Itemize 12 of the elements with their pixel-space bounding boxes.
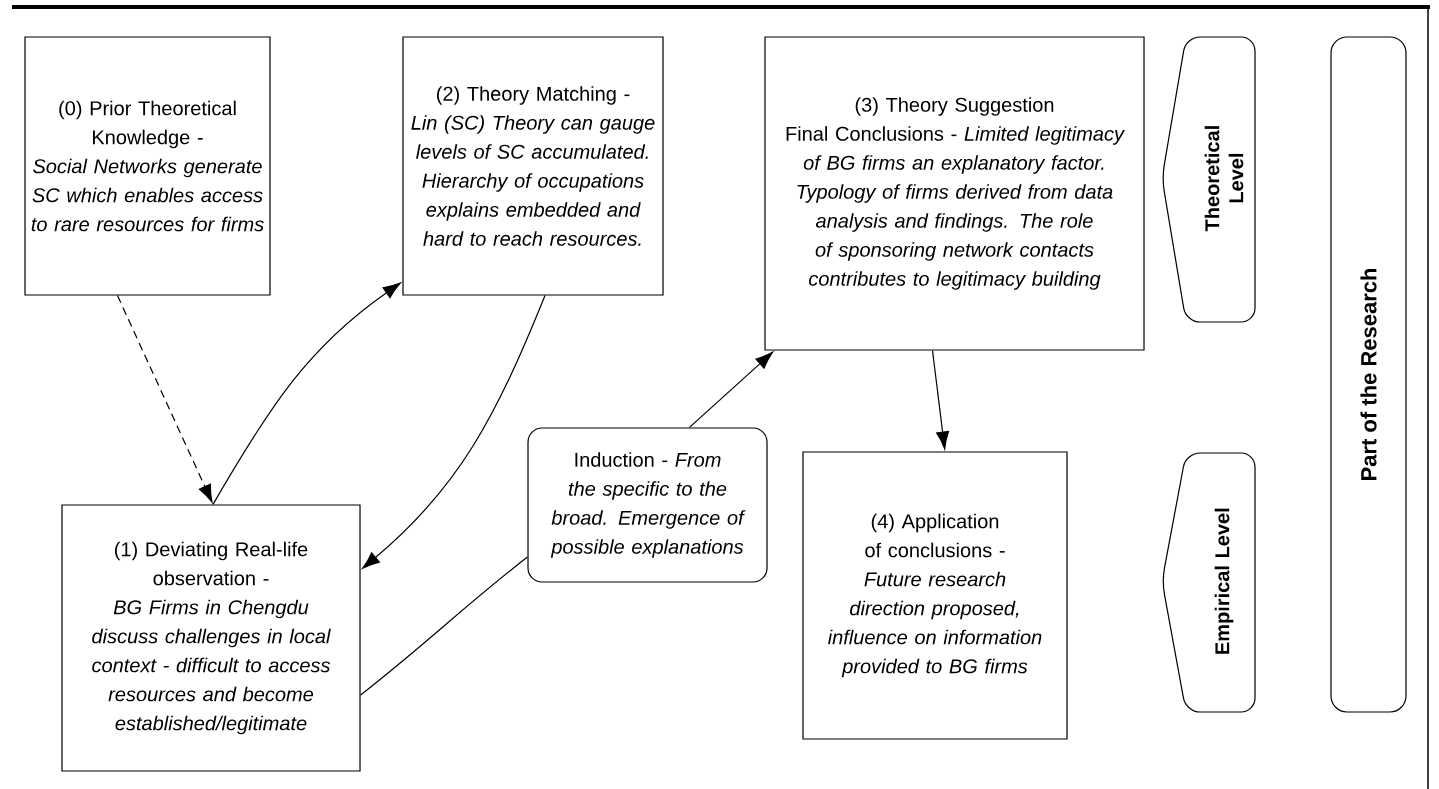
arrow (688, 351, 774, 428)
arrow (931, 350, 950, 450)
step-box: (0) Prior Theoretical Knowledge - Social Networks generate SC which enables access to rare resources for firms (24, 36, 271, 296)
arrow (212, 282, 401, 505)
step-box: (3) Theory Suggestion Final Conclusions - Limited legitimacy of BG firms an explanatory factor. Typology of firms derived from data analysis and findings. The role of sponsoring network contacts contributes to legitimacy building (764, 36, 1145, 351)
method-box: Induction - From the specific to the broad. Emergence of possible explanations (527, 427, 768, 583)
step-box: (2) Theory Matching - Lin (SC) Theory can gauge levels of SC accumulated. Hierarchy of occupations explains embedded and hard to reach resources. (402, 36, 664, 296)
side-band: Part of the Research (1330, 36, 1407, 713)
arrow (116, 295, 213, 503)
step-box: (1) Deviating Real-life observation - BG Firms in Chengdu discuss challenges in local context - difficult to access resources and become established/legitimate (61, 504, 361, 772)
step-box: (4) Application of conclusions - Future research direction proposed, influence on information provided to BG firms (802, 451, 1068, 740)
arrow (362, 295, 546, 569)
